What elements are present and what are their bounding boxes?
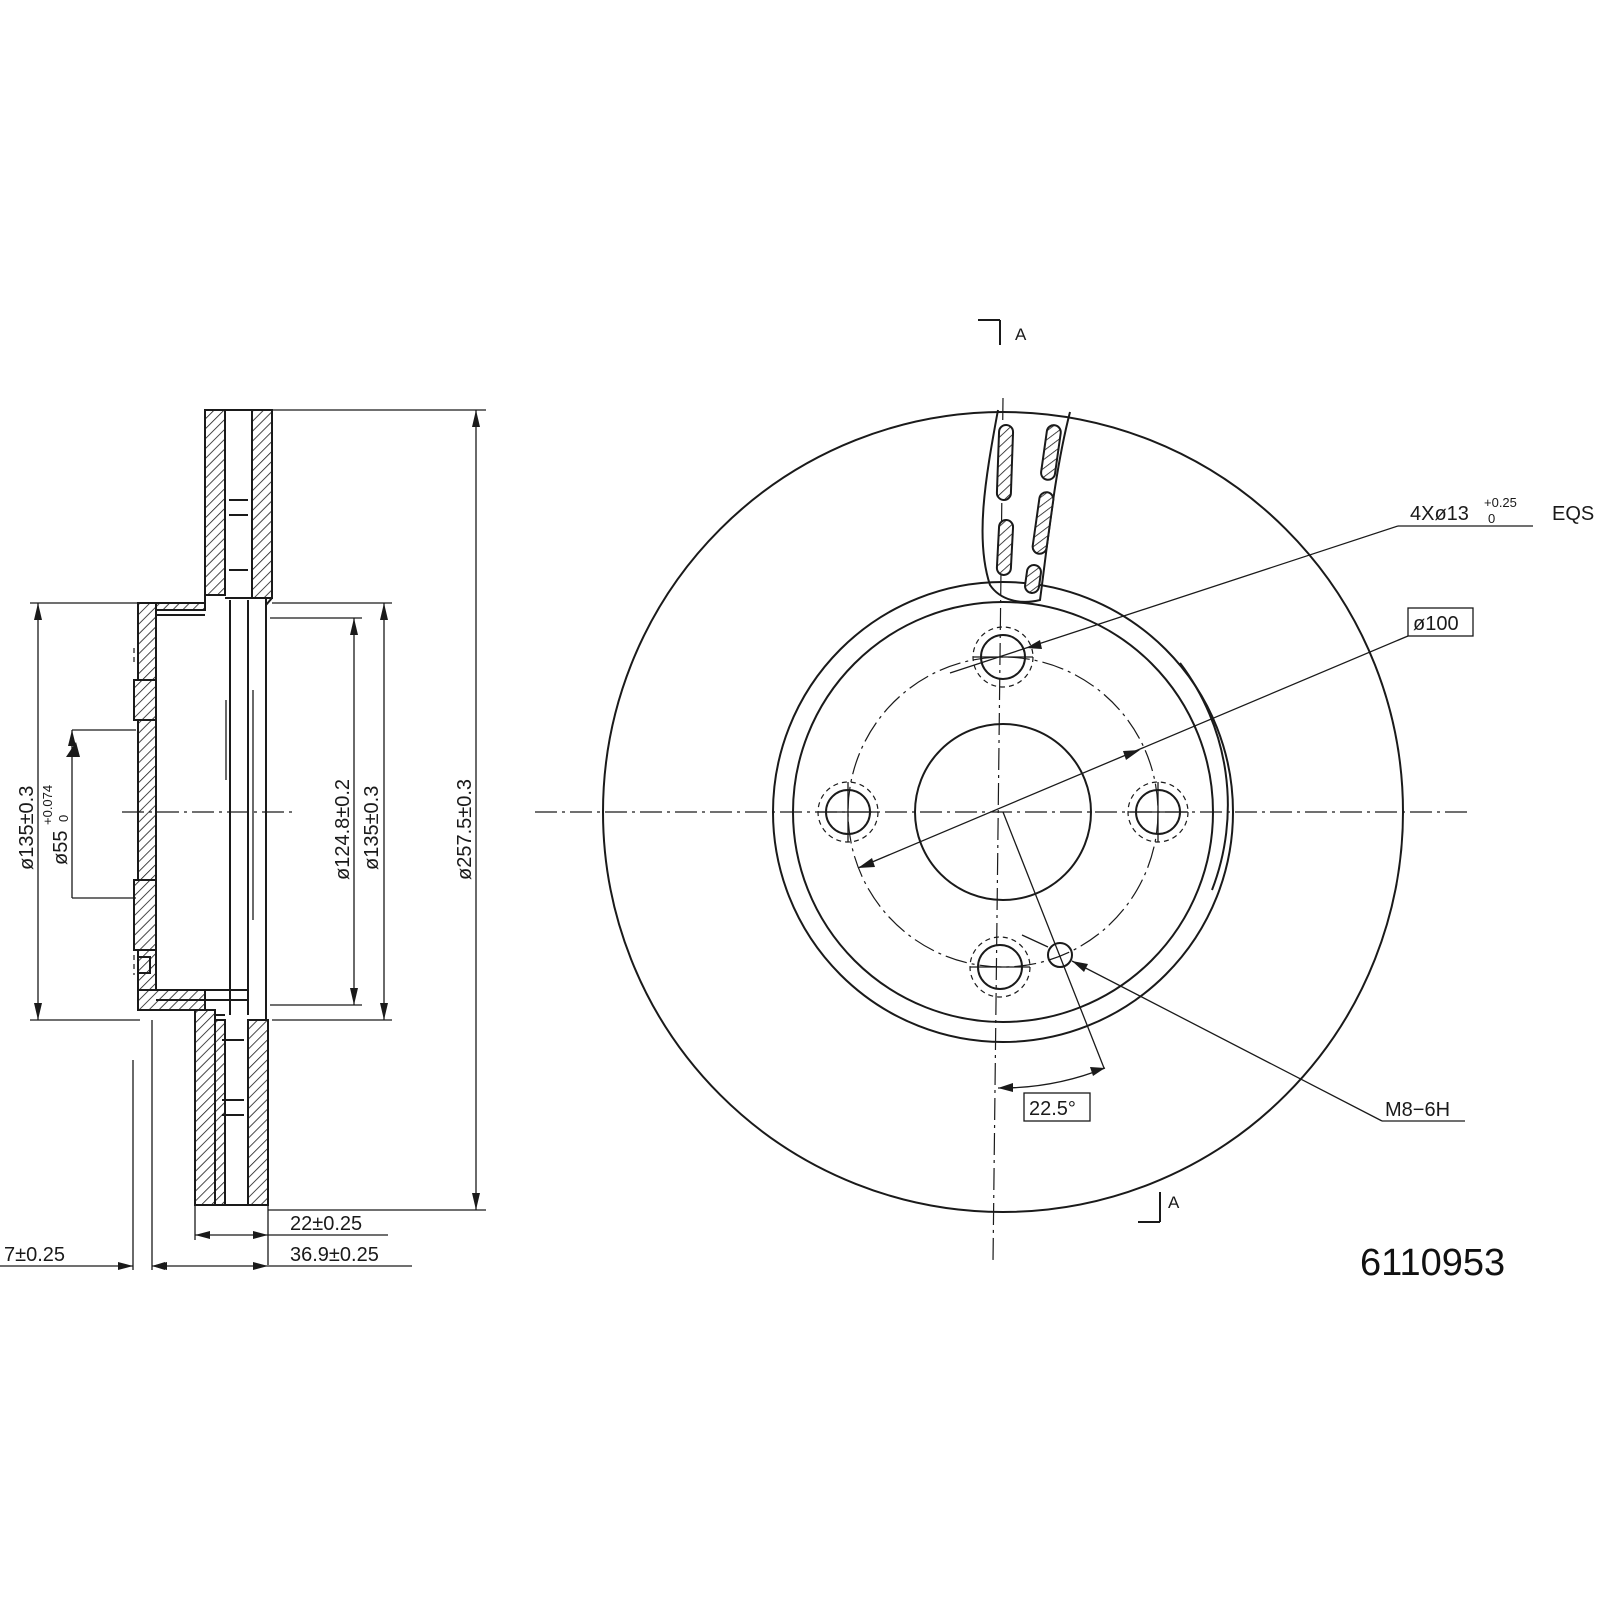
section-marker-top: A (978, 319, 1027, 345)
center-bore (914, 723, 1092, 901)
left-lower-ring (194, 1009, 216, 1206)
vent-slots-cutaway (981, 409, 1071, 603)
pcd-box (1407, 607, 1474, 637)
callout-bolt-holes: 4Xø13 +0.25 0 EQS (949, 495, 1594, 674)
dim-d257: ø257.5±0.3 (454, 779, 476, 880)
right-friction-ring-lower (247, 1019, 269, 1206)
hat-outer-edge (772, 581, 1234, 1043)
hub-face-upper (133, 679, 157, 721)
callout-holes-prefix: 4Xø13 (1410, 503, 1469, 525)
callout-angle-label: 22.5° (1029, 1098, 1076, 1120)
callout-pcd-label: ø100 (1413, 613, 1459, 635)
callout-angle: 22.5° (1023, 1092, 1091, 1122)
bolt-hole-top (972, 626, 1034, 688)
hub-face-notch (137, 956, 151, 974)
angle-box (1023, 1092, 1091, 1122)
callout-holes-tol-lower: 0 (1488, 511, 1495, 526)
section-label-bottom: A (1168, 1193, 1180, 1212)
section-marker-bottom: A (1138, 1192, 1180, 1223)
hub-face-lower (133, 879, 157, 951)
dim-7: 7±0.25 (4, 1244, 65, 1266)
section-view (122, 409, 295, 1206)
hat-inner-edge (792, 601, 1214, 1023)
dim-d124: ø124.8±0.2 (332, 779, 354, 880)
callout-thread: M8−6H (1071, 960, 1465, 1122)
dim-d135-right: ø135±0.3 (361, 786, 383, 870)
threaded-hole (1047, 942, 1073, 968)
dim-d55-tol-lower: 0 (56, 815, 71, 822)
dim-22: 22±0.25 (290, 1213, 362, 1235)
front-view (535, 397, 1470, 1263)
right-friction-ring-upper (251, 409, 273, 599)
section-label-top: A (1015, 325, 1027, 344)
outer-disc-edge (602, 411, 1404, 1213)
part-number: 6110953 (1360, 1242, 1505, 1284)
dim-d55-tol-upper: +0.074 (40, 785, 55, 825)
bolt-hole-bottom (969, 936, 1031, 998)
section-dimensions: ø135±0.3 ø55 +0.074 0 ø124.8±0.2 ø135±0.… (0, 409, 486, 1270)
dim-d135-left: ø135±0.3 (16, 786, 38, 870)
bolt-hole-right (1127, 781, 1189, 843)
callout-thread-label: M8−6H (1385, 1099, 1450, 1121)
bolt-hole-left (817, 781, 879, 843)
dim-36: 36.9±0.25 (290, 1244, 379, 1266)
callout-holes-suffix: EQS (1552, 503, 1594, 525)
dim-d55: ø55 (50, 831, 72, 865)
callout-holes-tol-upper: +0.25 (1484, 495, 1517, 510)
callout-pcd: ø100 (857, 607, 1474, 869)
